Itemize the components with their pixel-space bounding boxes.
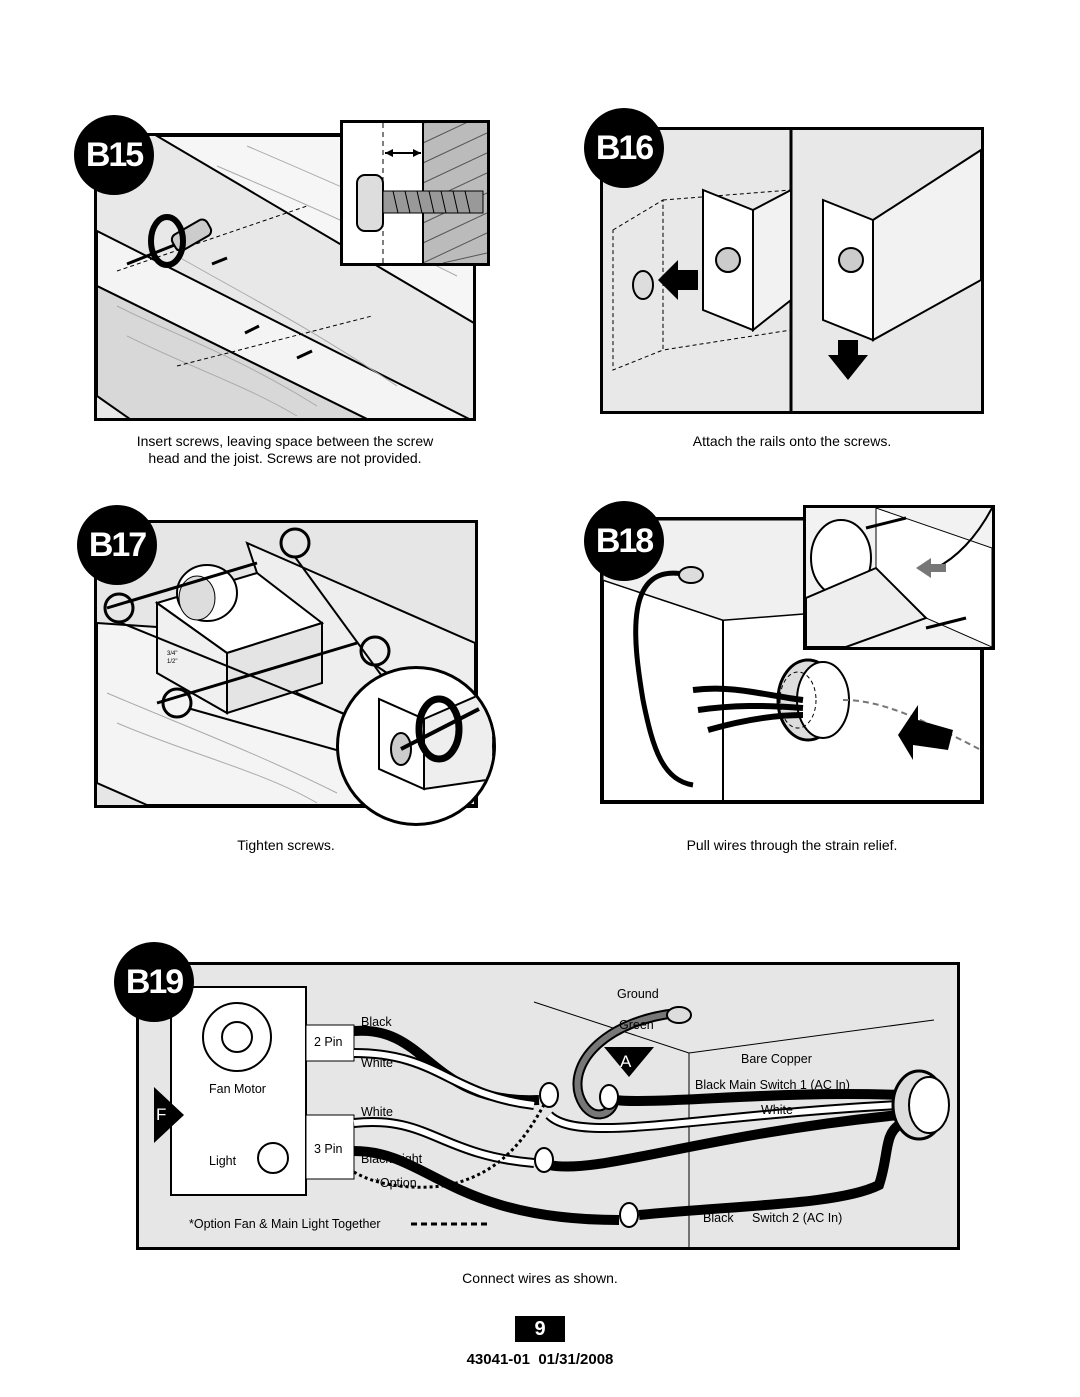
label-white-main: White: [761, 1103, 793, 1117]
step-b18-badge: B18: [584, 501, 664, 581]
step-b17-caption: Tighten screws.: [237, 837, 335, 853]
keyhole-engaged-icon: [838, 247, 864, 273]
label-green: Green: [619, 1018, 654, 1032]
step-b16-panel: [600, 127, 984, 414]
marker-a-label: A: [620, 1052, 632, 1071]
b19-wiring-diagram: [139, 965, 957, 1247]
step-b17-badge: B17: [77, 505, 157, 585]
label-option-note: *Option Fan & Main Light Together: [189, 1217, 381, 1231]
label-black-main: Black Main Switch 1 (AC In): [695, 1078, 850, 1092]
label-white-fan: White: [361, 1056, 393, 1070]
marker-f-label: F: [156, 1105, 167, 1124]
rotate-arrow-icon: [415, 695, 463, 763]
step-b19-panel: Ground Green Black 2 Pin White Fan Motor…: [136, 962, 960, 1250]
step-b18-caption: Pull wires through the strain relief.: [686, 837, 898, 853]
label-2pin: 2 Pin: [314, 1035, 343, 1049]
label-light: Light: [209, 1154, 237, 1168]
step-b19-caption: Connect wires as shown.: [462, 1270, 618, 1286]
step-b15-caption-line2: head and the joist. Screws are not provi…: [148, 450, 422, 466]
rotate-arrow-icon: [148, 214, 186, 268]
b17-zoom-detail: [336, 666, 496, 826]
step-b19-badge: B19: [114, 942, 194, 1022]
label-black-sw2: Black: [703, 1211, 734, 1225]
keyhole-icon: [715, 247, 741, 273]
b15-inset-detail: [340, 120, 490, 266]
fan-motor-icon: [221, 1021, 253, 1053]
b17-mark-b: 1/2": [167, 659, 178, 665]
b16-illustration: [603, 130, 981, 411]
strain-relief-icon: [776, 658, 850, 742]
push-arrow-icon: [658, 260, 698, 300]
step-b16-caption: Attach the rails onto the screws.: [692, 433, 892, 449]
step-b15-caption-line1: Insert screws, leaving space between the…: [136, 433, 434, 449]
label-option: *Option: [375, 1176, 417, 1190]
two-pin-connector: [305, 1024, 355, 1062]
marker-a-triangle: [604, 1047, 654, 1077]
wire-nut-icon: [534, 1082, 639, 1228]
label-fan-motor: Fan Motor: [209, 1082, 266, 1096]
screw-head-icon: [632, 270, 654, 300]
label-black-light: Black Light: [361, 1152, 423, 1166]
page-number: 9: [515, 1316, 565, 1342]
label-black: Black: [361, 1015, 392, 1029]
label-switch2: Switch 2 (AC In): [752, 1211, 843, 1225]
light-bulb-icon: [257, 1142, 289, 1174]
step-b16-badge: B16: [584, 108, 664, 188]
b15-inset-screw: [356, 123, 487, 263]
down-arrow-icon: [828, 340, 868, 380]
step-b15-caption: Insert screws, leaving space between the…: [94, 433, 476, 467]
step-b18-panel: [600, 517, 984, 804]
b17-mark-a: 3/4": [167, 651, 178, 657]
screw-icon: [211, 256, 313, 360]
label-3pin: 3 Pin: [314, 1142, 343, 1156]
pull-arrow-icon: [898, 705, 953, 760]
b17-zoom-svg: [378, 687, 493, 791]
three-pin-connector: [305, 1114, 355, 1180]
ground-wire: [633, 570, 694, 788]
marker-f-triangle: [154, 1087, 184, 1143]
inset-arrow-icon: [916, 558, 946, 578]
b18-inset-detail: [803, 505, 995, 650]
label-bare-copper: Bare Copper: [741, 1052, 812, 1066]
label-ground: Ground: [617, 987, 659, 1001]
b18-inset-svg: [806, 508, 992, 647]
label-white-light: White: [361, 1105, 393, 1119]
document-id: 43041-01 01/31/2008: [466, 1351, 614, 1368]
step-b15-badge: B15: [74, 115, 154, 195]
